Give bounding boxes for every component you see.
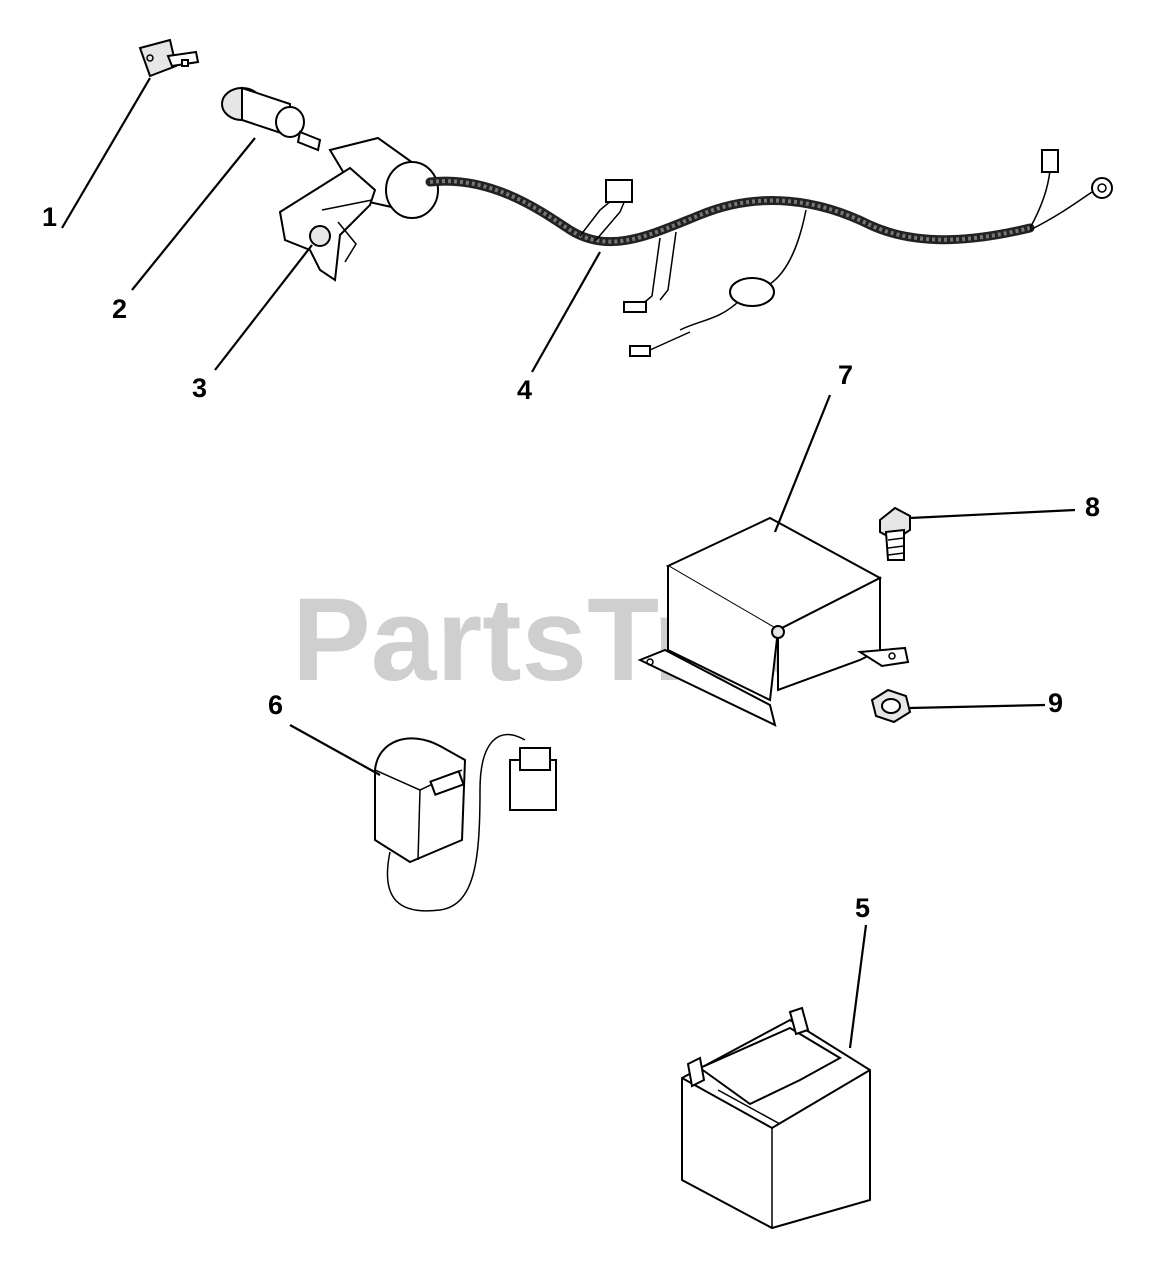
part-9-nut[interactable] [870,688,912,724]
callout-6: 6 [268,690,283,720]
part-2-ignition-switch[interactable] [221,86,322,152]
callout-2: 2 [112,294,127,324]
part-1-key[interactable] [138,38,200,78]
callout-1: 1 [42,202,57,232]
part-3-switch-bracket[interactable] [278,136,439,282]
part-6-charger[interactable] [374,733,557,912]
callout-9: 9 [1048,688,1063,718]
callout-4: 4 [517,375,532,405]
callout-8: 8 [1085,492,1100,522]
part-5-battery[interactable] [681,1006,871,1230]
part-4-wiring-harness[interactable] [425,149,1113,357]
callout-5: 5 [855,893,870,923]
part-7-battery-bracket[interactable] [637,516,910,727]
callout-7: 7 [838,360,853,390]
part-8-bolt[interactable] [879,506,911,561]
leader-lines [61,77,1076,1049]
callout-3: 3 [192,373,207,403]
